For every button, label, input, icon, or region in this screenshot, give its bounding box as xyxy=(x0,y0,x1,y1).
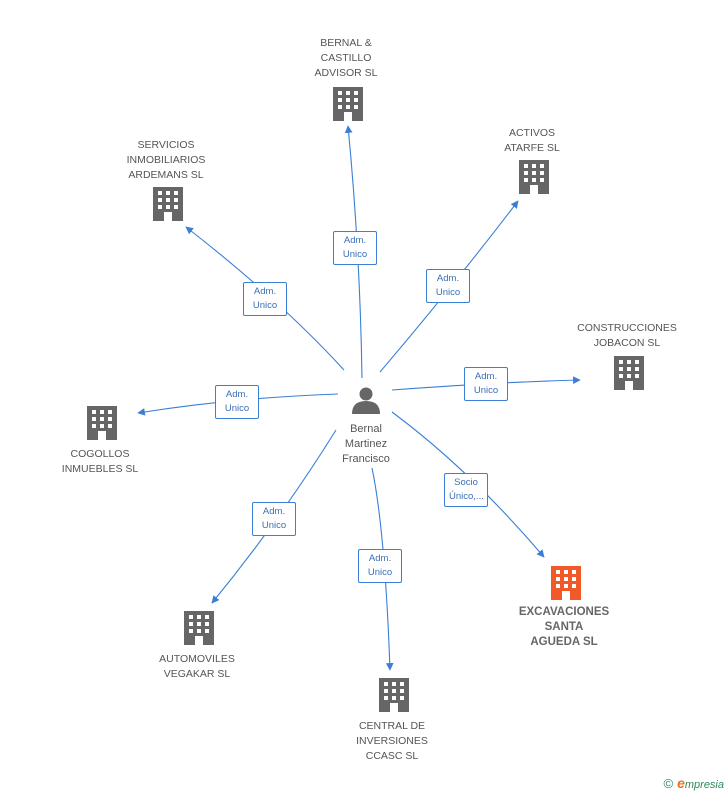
building-icon[interactable] xyxy=(519,160,549,194)
relation-label-line: Unico xyxy=(473,385,499,396)
relation-label-servicios-inmobiliarios[interactable]: Adm. Unico xyxy=(243,282,287,316)
company-label-line: CASTILLO xyxy=(320,52,372,64)
center-person-label[interactable]: Bernal Martinez Francisco xyxy=(342,422,390,467)
company-label-line: ARDEMANS SL xyxy=(128,169,204,181)
company-label-line: CONSTRUCCIONES xyxy=(577,322,677,334)
company-label-servicios-inmobiliarios[interactable]: SERVICIOS INMOBILIARIOS ARDEMANS SL xyxy=(127,138,206,183)
company-label-line: INVERSIONES xyxy=(356,735,428,747)
company-label-activos-atarfe[interactable]: ACTIVOS ATARFE SL xyxy=(504,126,560,156)
center-name-line: Martinez xyxy=(344,438,388,450)
relation-label-central-inversiones[interactable]: Adm. Unico xyxy=(358,549,402,583)
company-label-cogollos-inmuebles[interactable]: COGOLLOS INMUEBLES SL xyxy=(62,447,138,477)
building-icon[interactable] xyxy=(184,611,214,645)
building-icon[interactable] xyxy=(87,406,117,440)
person-icon[interactable] xyxy=(352,387,380,415)
relation-label-line: Único,... xyxy=(449,491,484,502)
company-label-line: COGOLLOS xyxy=(70,448,130,460)
relation-label-line: Adm. xyxy=(436,273,460,284)
relation-label-line: Adm. xyxy=(343,235,367,246)
company-label-line: ADVISOR SL xyxy=(314,67,378,79)
center-name-line: Francisco xyxy=(342,453,390,465)
building-icon[interactable] xyxy=(153,187,183,221)
relation-label-automoviles-vegakar[interactable]: Adm. Unico xyxy=(252,502,296,536)
relation-label-activos-atarfe[interactable]: Adm. Unico xyxy=(426,269,470,303)
building-icon[interactable] xyxy=(333,87,363,121)
footer-brand[interactable]: © empresia xyxy=(663,775,724,791)
company-label-line: AGUEDA SL xyxy=(530,636,598,648)
building-icon[interactable] xyxy=(551,566,581,600)
relation-label-line: Adm. xyxy=(262,506,286,517)
relation-label-line: Adm. xyxy=(253,286,277,297)
company-label-line: SERVICIOS xyxy=(137,139,195,151)
company-label-construcciones-jobacon[interactable]: CONSTRUCCIONES JOBACON SL xyxy=(577,321,677,351)
company-label-line: CCASC SL xyxy=(365,750,419,762)
company-label-line: EXCAVACIONES xyxy=(518,606,610,618)
relation-label-cogollos-inmuebles[interactable]: Adm. Unico xyxy=(215,385,259,419)
company-label-line: INMUEBLES SL xyxy=(61,463,139,475)
building-icon[interactable] xyxy=(379,678,409,712)
relation-label-line: Socio xyxy=(454,477,478,488)
relation-label-bernal-castillo[interactable]: Adm. Unico xyxy=(333,231,377,265)
relation-label-line: Unico xyxy=(224,403,250,414)
relation-label-line: Unico xyxy=(261,520,287,531)
company-label-line: BERNAL & xyxy=(320,37,372,49)
relation-label-line: Unico xyxy=(252,300,278,311)
relation-label-line: Adm. xyxy=(225,389,249,400)
company-label-central-inversiones[interactable]: CENTRAL DE INVERSIONES CCASC SL xyxy=(356,719,428,764)
company-label-line: CENTRAL DE xyxy=(358,720,426,732)
company-label-line: SANTA xyxy=(544,621,584,633)
brand-logo: empresia xyxy=(677,775,724,791)
company-label-line: INMOBILIARIOS xyxy=(126,154,206,166)
center-name-line: Bernal xyxy=(350,423,382,435)
relation-label-line: Unico xyxy=(342,249,368,260)
node-icons xyxy=(87,87,644,712)
relation-label-line: Unico xyxy=(435,287,461,298)
edges xyxy=(137,125,581,671)
company-label-line: ATARFE SL xyxy=(504,142,560,154)
company-label-bernal-castillo[interactable]: BERNAL & CASTILLO ADVISOR SL xyxy=(314,36,377,81)
relation-label-construcciones-jobacon[interactable]: Adm. Unico xyxy=(464,367,508,401)
company-label-excavaciones-santa-agueda[interactable]: EXCAVACIONES SANTA AGUEDA SL xyxy=(519,605,609,650)
relation-label-line: Adm. xyxy=(368,553,392,564)
company-label-line: AUTOMOVILES xyxy=(159,653,235,665)
company-label-automoviles-vegakar[interactable]: AUTOMOVILES VEGAKAR SL xyxy=(159,652,235,682)
copyright-symbol: © xyxy=(663,775,674,791)
relation-label-line: Unico xyxy=(367,567,393,578)
company-label-line: VEGAKAR SL xyxy=(163,668,231,680)
building-icon[interactable] xyxy=(614,356,644,390)
relation-label-line: Adm. xyxy=(474,371,498,382)
company-label-line: ACTIVOS xyxy=(508,127,556,139)
company-label-line: JOBACON SL xyxy=(593,337,661,349)
